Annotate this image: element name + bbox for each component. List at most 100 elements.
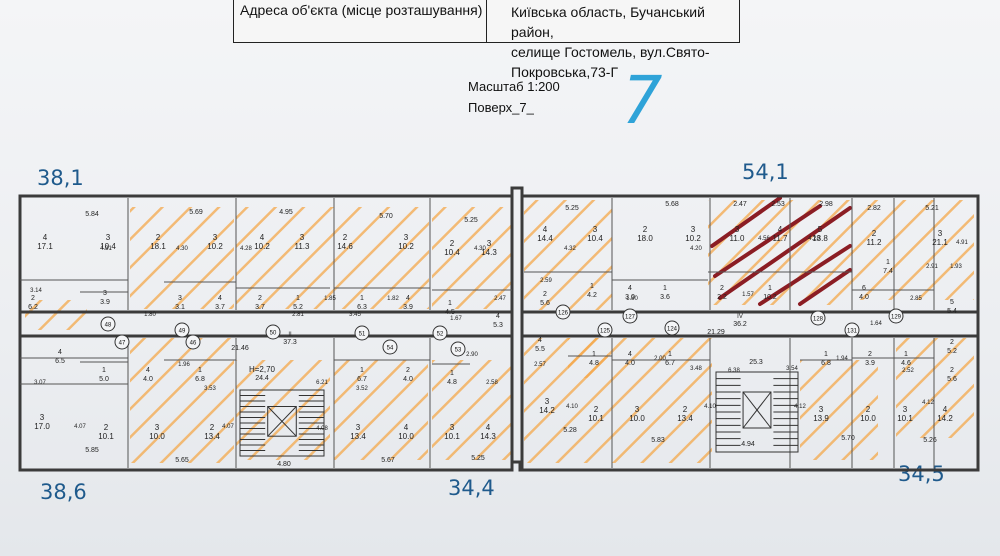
apartment-number: 48: [105, 323, 112, 329]
room-area: 5.2: [293, 304, 303, 311]
room-number: 1: [904, 351, 908, 358]
room-area: 3.9: [403, 304, 413, 311]
apartment-number-badge: 124: [664, 320, 680, 336]
room-area: 10.2: [398, 242, 414, 251]
dimension-label: 6.38: [728, 368, 740, 374]
room-number: 3: [450, 423, 455, 432]
room-number: 1: [450, 370, 454, 377]
room-area: 14.2: [937, 414, 953, 423]
room-area: 3.7: [255, 304, 265, 311]
room-number: 4: [146, 367, 150, 374]
room-area: 14.3: [480, 432, 496, 441]
room-number: 4: [628, 351, 632, 358]
apartment-number-badge: 49: [174, 322, 190, 338]
dimension-bottom: 5.83: [651, 437, 665, 444]
hatched-area: [896, 338, 974, 438]
dimension-label: 4.20: [690, 246, 702, 252]
room-area: 13.8: [812, 234, 828, 243]
dimension-top: 5.21: [925, 205, 939, 212]
room-number: 4: [943, 405, 948, 414]
room-area: 6.7: [665, 360, 675, 367]
dimension-top: 5.70: [379, 213, 393, 220]
room-area: 3.9: [865, 360, 875, 367]
dimension-label: 4.30: [474, 246, 486, 252]
dimension-label: 4.56: [758, 236, 770, 242]
room-area: 21.1: [932, 238, 948, 247]
apartment-number-badge: 48: [100, 316, 116, 332]
stairwell-left: [239, 389, 325, 457]
room-number: 3: [545, 397, 550, 406]
room-number: 3: [903, 405, 908, 414]
dimension-label: 2.85: [910, 296, 922, 302]
room-area: 4.5: [445, 309, 455, 316]
room-area: 6.2: [28, 304, 38, 311]
hatched-area: [852, 200, 894, 300]
room-area: 5.4: [947, 308, 957, 315]
apartment-number: 46: [190, 341, 197, 347]
dimension-label: 6.21: [316, 380, 328, 386]
handwritten-note-bottom-right: 34,5: [898, 462, 945, 486]
dimension-label: 1.96: [178, 362, 190, 368]
room-area: 14.6: [337, 242, 353, 251]
room-area: 6.8: [195, 376, 205, 383]
hatched-area: [25, 300, 87, 330]
room-number: 1: [102, 367, 106, 374]
dimension-label: 1.82: [387, 296, 399, 302]
room-number: 3: [106, 233, 111, 242]
room-number: 4: [486, 423, 491, 432]
room-area: 10.2: [685, 234, 701, 243]
room-area: 14.4: [537, 234, 553, 243]
room-area: 6.7: [357, 376, 367, 383]
room-area: 4.8: [447, 379, 457, 386]
dimension-label: 2.52: [902, 368, 914, 374]
room-number: 2: [950, 367, 954, 374]
apartment-number-badge: 125: [597, 322, 613, 338]
room-area: 13.4: [350, 432, 366, 441]
room-area: 3.9: [100, 299, 110, 306]
room-number: 1: [886, 259, 890, 266]
dimension-top: 5.25: [464, 217, 478, 224]
apartment-number-badge: 129: [888, 308, 904, 324]
room-area: 4.8: [589, 360, 599, 367]
dimension-label: 2.00: [654, 356, 666, 362]
dimension-label: 2.59: [540, 278, 552, 284]
dimension-label: 4.32: [564, 246, 576, 252]
room-number: 3: [356, 423, 361, 432]
room-number: 2: [872, 229, 877, 238]
hatched-area: [568, 338, 608, 378]
stairwell-right: [715, 371, 799, 453]
room-number: 1: [768, 285, 772, 292]
room-area: 13.4: [677, 414, 693, 423]
room-number: 3: [300, 233, 305, 242]
dimension-bottom: 5.26: [923, 437, 937, 444]
apartment-number: 54: [387, 346, 394, 352]
room-number: 2: [210, 423, 215, 432]
room-area: 10.4: [587, 234, 603, 243]
dimension-label: 4.28: [808, 236, 820, 242]
room-area: 5.0: [99, 376, 109, 383]
room-number: 3: [40, 413, 45, 422]
dimension-top: 4.95: [279, 209, 293, 216]
dimension-label: 1.80: [144, 312, 156, 318]
room-number: 4: [538, 337, 542, 344]
hatched-area: [334, 360, 428, 460]
room-number: 2: [156, 233, 161, 242]
room-area: 4.0: [859, 294, 869, 301]
stair-area-left: 24.4: [255, 375, 269, 382]
corridor-length-right: 21.29: [707, 329, 725, 336]
room-number: 3: [691, 225, 696, 234]
apartment-number: 131: [847, 329, 858, 335]
handwritten-note-bottom-left: 38,6: [40, 480, 87, 504]
apartment-number: 47: [119, 341, 126, 347]
room-area: 10.1: [897, 414, 913, 423]
room-number: 4: [58, 349, 62, 356]
dimension-label: 4.08: [316, 426, 328, 432]
hatched-area: [612, 338, 712, 463]
room-number: 3: [213, 233, 218, 242]
dimension-bottom: 5.25: [471, 455, 485, 462]
room-number: 2: [406, 367, 410, 374]
room-area: 6.5: [55, 358, 65, 365]
dimension-label: 2.91: [926, 264, 938, 270]
room-number: 4: [496, 313, 500, 320]
